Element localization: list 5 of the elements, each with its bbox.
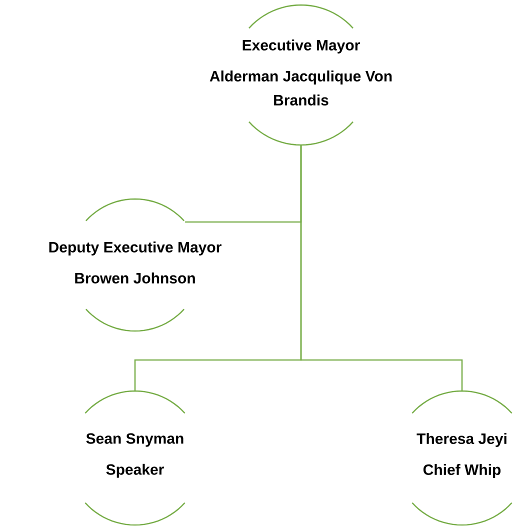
role-label: Deputy Executive Mayor Browen Johnson [49,242,222,284]
connector-line [300,145,463,391]
role-label: Sean Snyman Speaker [86,433,184,478]
role-label: Theresa Jeyi Chief Whip [416,433,506,478]
role-label: Executive Mayor Alderman Jacqulique Von Brandis [210,40,392,106]
